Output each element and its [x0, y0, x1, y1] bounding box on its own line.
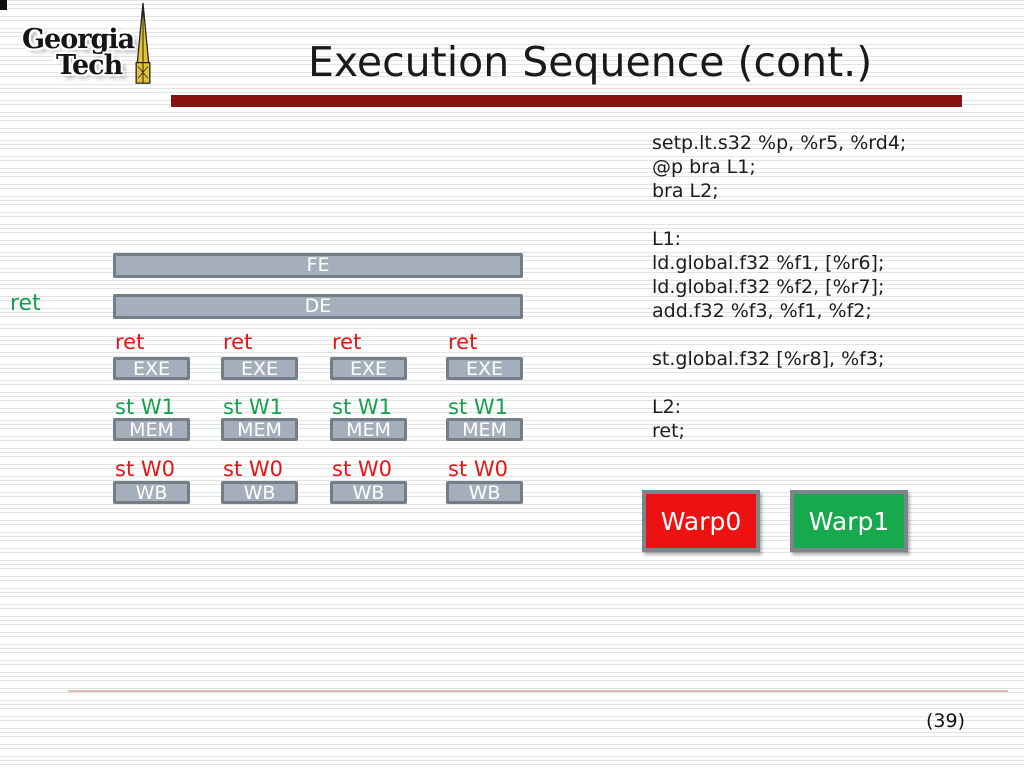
- exe-stage-box: EXE: [221, 357, 298, 380]
- pipeline-lane-2: ret EXE st W1 MEM st W0 WB: [221, 330, 301, 508]
- wb-stage-box: WB: [330, 481, 407, 504]
- warp0-legend: Warp0: [642, 490, 760, 552]
- page-number: (39): [926, 710, 966, 732]
- pipeline-lane-3: ret EXE st W1 MEM st W0 WB: [330, 330, 410, 508]
- wb-instruction-label: st W0: [332, 457, 392, 481]
- mem-stage-box: MEM: [446, 418, 523, 441]
- wb-instruction-label: st W0: [448, 457, 508, 481]
- code-line: ret;: [652, 420, 685, 442]
- tech-tower-icon: [135, 2, 151, 84]
- code-line: ld.global.f32 %f2, [%r7];: [652, 276, 885, 298]
- exe-instruction-label: ret: [332, 330, 362, 354]
- page-title: Execution Sequence (cont.): [308, 38, 873, 86]
- code-line: [652, 203, 1012, 227]
- code-line: @p bra L1;: [652, 156, 756, 178]
- code-block: setp.lt.s32 %p, %r5, %rd4; @p bra L1; br…: [652, 131, 1012, 443]
- code-line: L2:: [652, 396, 682, 418]
- wb-stage-box: WB: [113, 481, 190, 504]
- wb-instruction-label: st W0: [115, 457, 175, 481]
- exe-stage-box: EXE: [113, 357, 190, 380]
- logo-tech-text: Tech: [56, 50, 123, 81]
- de-stage-instruction-label: ret: [10, 291, 41, 316]
- mem-stage-box: MEM: [330, 418, 407, 441]
- mem-instruction-label: st W1: [448, 395, 508, 419]
- logo-georgia-text: Georgia: [22, 24, 135, 55]
- exe-stage-box: EXE: [330, 357, 407, 380]
- exe-instruction-label: ret: [448, 330, 478, 354]
- wb-stage-box: WB: [221, 481, 298, 504]
- warp1-legend: Warp1: [790, 490, 908, 552]
- code-line: ld.global.f32 %f1, [%r6];: [652, 252, 885, 274]
- pipeline-fe-box: FE: [113, 253, 523, 278]
- title-underline-bar: [171, 95, 962, 107]
- mem-instruction-label: st W1: [332, 395, 392, 419]
- pipeline-lane-4: ret EXE st W1 MEM st W0 WB: [446, 330, 526, 508]
- wb-stage-box: WB: [446, 481, 523, 504]
- exe-instruction-label: ret: [223, 330, 253, 354]
- code-line: [652, 323, 1012, 347]
- code-line: setp.lt.s32 %p, %r5, %rd4;: [652, 132, 907, 154]
- code-line: [652, 371, 1012, 395]
- exe-stage-box: EXE: [446, 357, 523, 380]
- code-line: st.global.f32 [%r8], %f3;: [652, 348, 885, 370]
- wb-instruction-label: st W0: [223, 457, 283, 481]
- code-line: bra L2;: [652, 180, 719, 202]
- code-line: add.f32 %f3, %f1, %f2;: [652, 300, 872, 322]
- corner-mark: [0, 0, 7, 10]
- mem-stage-box: MEM: [113, 418, 190, 441]
- pipeline-de-box: DE: [113, 294, 523, 319]
- mem-stage-box: MEM: [221, 418, 298, 441]
- code-line: L1:: [652, 228, 682, 250]
- pipeline-lane-1: ret EXE st W1 MEM st W0 WB: [113, 330, 193, 508]
- mem-instruction-label: st W1: [115, 395, 175, 419]
- footer-divider-line: [68, 690, 1008, 692]
- exe-instruction-label: ret: [115, 330, 145, 354]
- georgia-tech-logo: Georgia Tech: [8, 2, 160, 88]
- mem-instruction-label: st W1: [223, 395, 283, 419]
